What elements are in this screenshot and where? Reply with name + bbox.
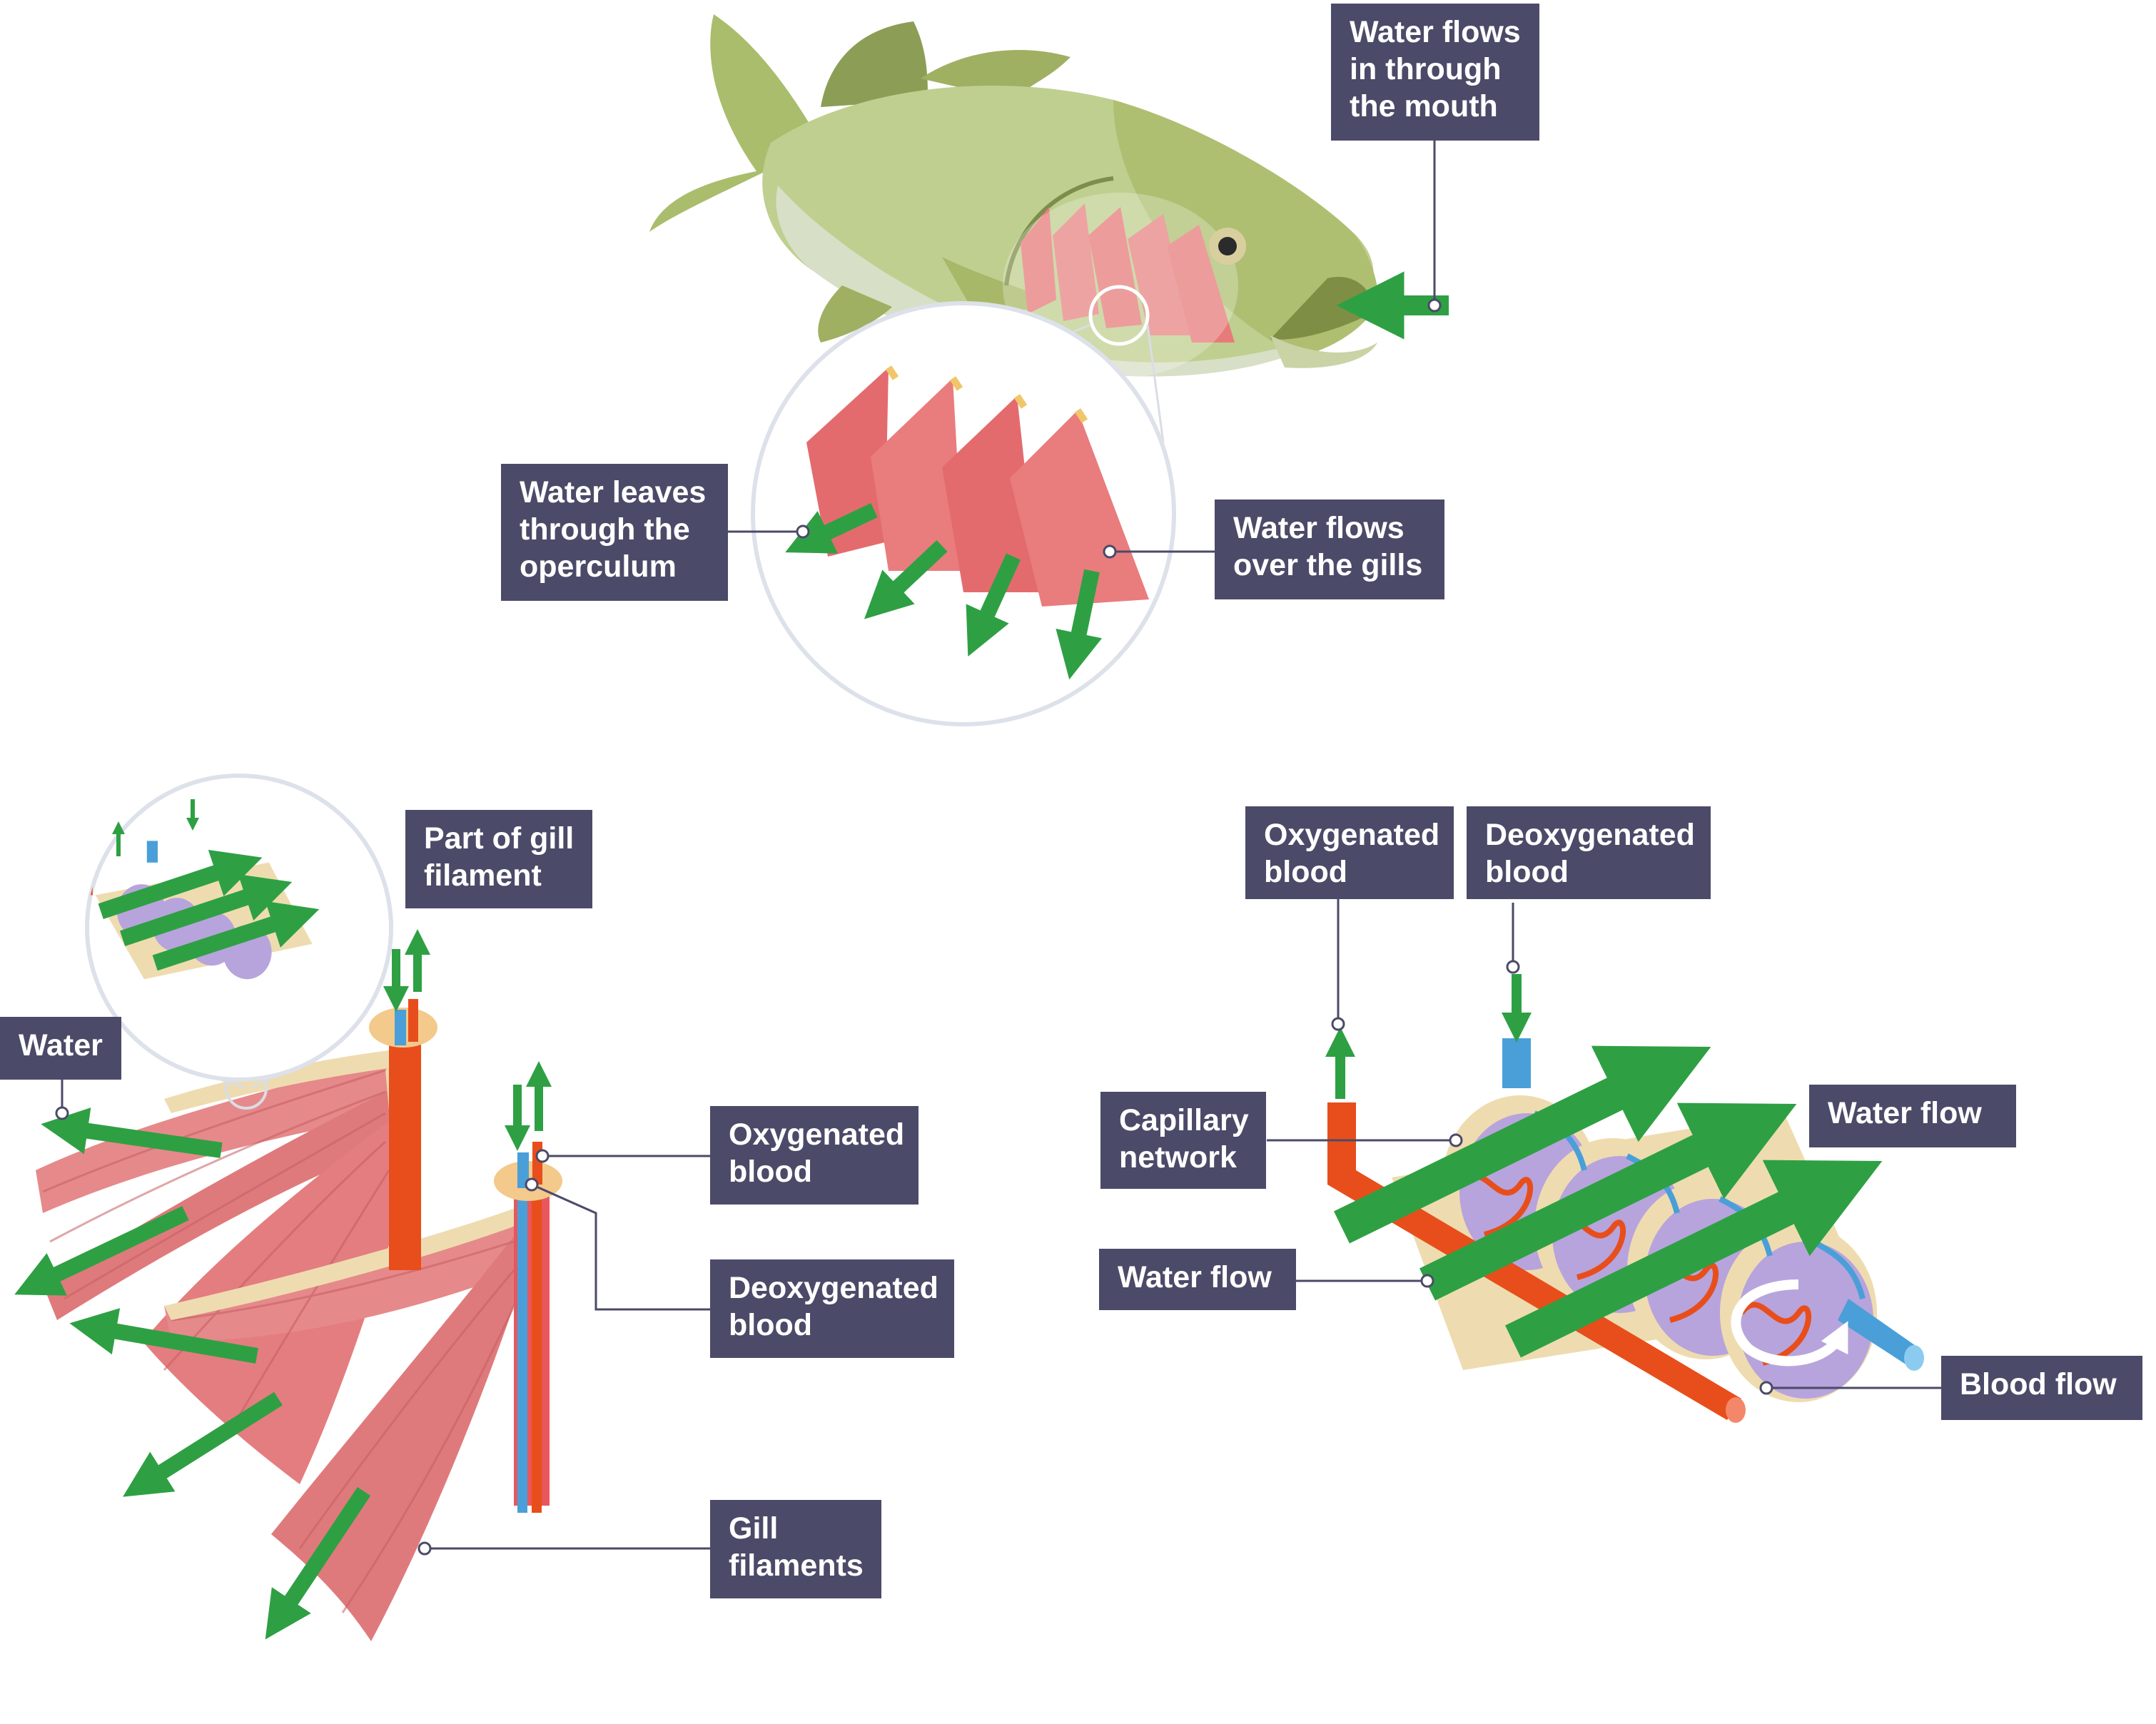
fish-operculum-line — [1004, 176, 1114, 286]
label-line: Capillary — [1119, 1103, 1249, 1137]
label-capillary-network: Capillary network — [1100, 1092, 1266, 1189]
fish-dorsal-fin-2 — [921, 50, 1071, 100]
label-line: Deoxygenated — [729, 1271, 938, 1305]
label-line: Water flow — [1828, 1096, 1982, 1130]
label-oxygenated-blood-left: Oxygenated blood — [710, 1106, 918, 1205]
label-water-over-gills: Water flows over the gills — [1215, 500, 1444, 599]
label-line: Deoxygenated — [1485, 818, 1695, 852]
lamella-diagram — [1325, 974, 1924, 1423]
oxygenated-vessel — [1327, 1102, 1741, 1420]
leader-lines — [61, 139, 1941, 1550]
label-line: network — [1119, 1140, 1237, 1175]
label-line: Gill — [729, 1511, 779, 1546]
small-zoom — [85, 774, 393, 1082]
fish-pectoral-fin — [942, 257, 1049, 312]
label-line: over the gills — [1233, 548, 1423, 582]
gill-arch-4 — [1010, 410, 1149, 607]
leader-dots — [55, 298, 1773, 1556]
fish-jaw — [1270, 335, 1377, 368]
gill-filament-diagram — [14, 774, 562, 1641]
deoxygenated-vessel-opening — [1904, 1345, 1924, 1371]
label-deoxygenated-blood-left: Deoxygenated blood — [710, 1259, 954, 1358]
filament-water-arrows — [14, 1107, 371, 1640]
gill-arch-2 — [871, 378, 963, 571]
fish-tail — [649, 14, 821, 232]
label-line: Water leaves — [520, 475, 707, 509]
label-line: through the — [520, 512, 690, 547]
label-line: in through — [1350, 52, 1502, 86]
label-line: Part of gill — [424, 821, 575, 856]
label-blood-flow: Blood flow — [1941, 1356, 2142, 1420]
column-flow-arrows — [383, 929, 552, 1151]
vessel-column-1 — [369, 999, 437, 1270]
label-line: Oxygenated — [1264, 818, 1440, 852]
label-line: Oxygenated — [729, 1117, 905, 1152]
zoom-water-arrows — [785, 503, 1103, 680]
label-line: Water — [19, 1028, 103, 1063]
label-deoxygenated-blood-right: Deoxygenated blood — [1467, 806, 1711, 899]
label-line: Water flow — [1118, 1260, 1272, 1294]
label-line: blood — [1264, 855, 1348, 889]
label-water-leaves-operculum: Water leaves through the operculum — [501, 464, 728, 601]
label-line: blood — [729, 1155, 813, 1189]
gill-zoom — [751, 301, 1176, 726]
label-line: Water flows — [1350, 15, 1521, 49]
gill-arch-3 — [942, 396, 1038, 592]
label-line: operculum — [520, 549, 677, 584]
label-water: Water — [0, 1017, 121, 1080]
lamella-water-arrows — [1334, 1045, 1883, 1358]
fish-pupil — [1218, 237, 1237, 255]
deoxygenated-vessel-end — [1838, 1299, 1920, 1366]
label-water-in-mouth: Water flows in through the mouth — [1331, 4, 1539, 141]
label-part-of-gill-filament: Part of gill filament — [405, 810, 592, 908]
label-line: Blood flow — [1960, 1367, 2117, 1401]
label-gill-filaments: Gill filaments — [710, 1500, 881, 1598]
fish-dorsal-fin — [821, 21, 928, 107]
fish-head — [1113, 100, 1378, 357]
label-line: the mouth — [1350, 89, 1498, 123]
label-line: blood — [1485, 855, 1569, 889]
label-line: blood — [729, 1308, 813, 1342]
label-water-flow-left: Water flow — [1099, 1249, 1296, 1310]
fish-gills-small — [1021, 203, 1235, 343]
filament-ridge-1 — [164, 1049, 400, 1113]
label-line: filaments — [729, 1548, 864, 1583]
label-line: filament — [424, 858, 542, 893]
zoom-origin-circle — [1088, 285, 1150, 346]
label-water-flow-right: Water flow — [1809, 1085, 2016, 1147]
label-oxygenated-blood-right: Oxygenated blood — [1245, 806, 1454, 899]
deoxygenated-vessel-inlet — [1502, 1038, 1531, 1088]
filament-ridge-2 — [164, 1206, 521, 1320]
label-line: Water flows — [1233, 511, 1405, 545]
oxygenated-vessel-opening — [1726, 1397, 1746, 1423]
fish-pelvic-fin — [818, 285, 892, 343]
blood-flow-loop — [1731, 1279, 1848, 1366]
